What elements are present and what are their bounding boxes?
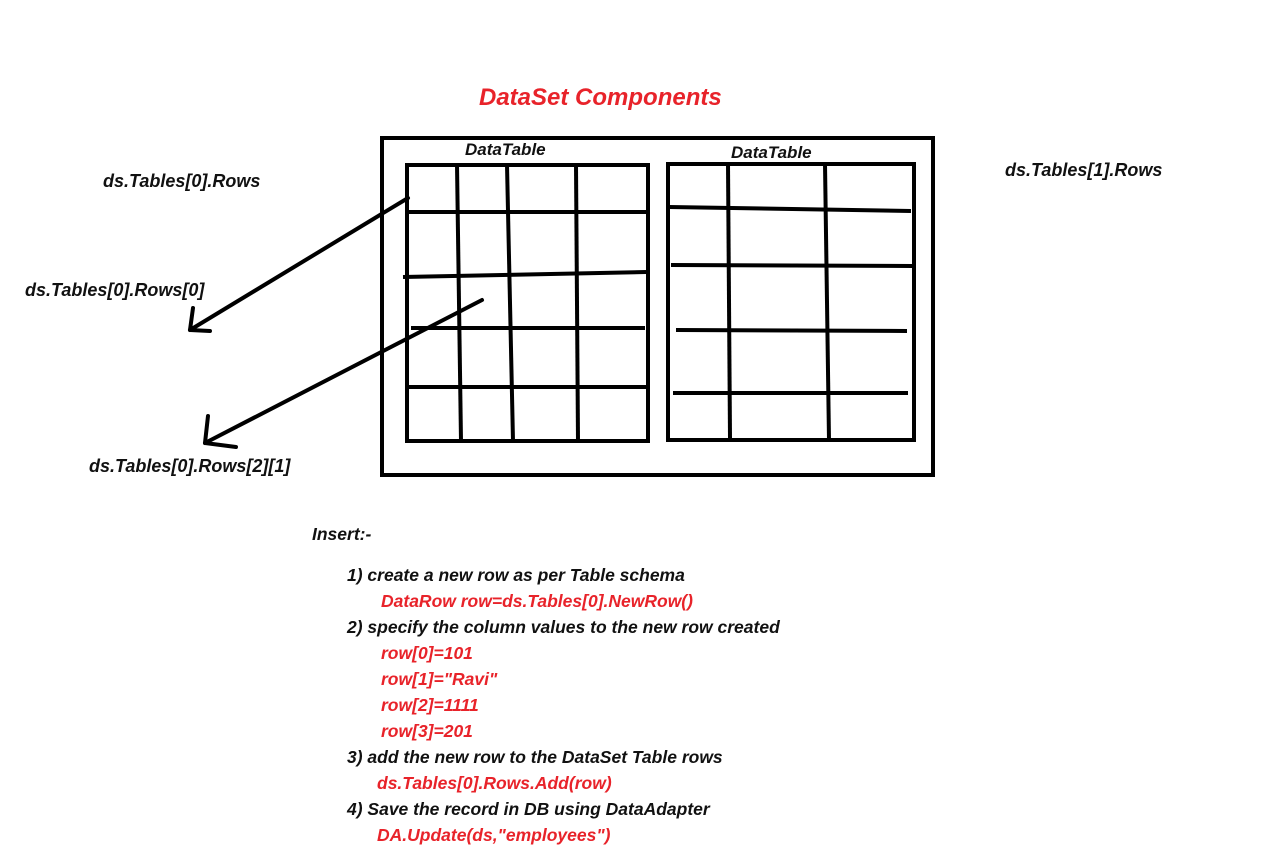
datatable-right-label: DataTable xyxy=(731,143,812,162)
step-3-text: 3) add the new row to the DataSet Table … xyxy=(347,747,723,767)
step-1-text: 1) create a new row as per Table schema xyxy=(347,565,685,585)
datatable-left-grid xyxy=(402,163,650,443)
diagram-title: DataSet Components xyxy=(479,84,722,111)
step-4-text: 4) Save the record in DB using DataAdapt… xyxy=(347,799,710,819)
insert-heading: Insert:- xyxy=(312,524,372,544)
label-tables1-rows: ds.Tables[1].Rows xyxy=(1005,160,1163,180)
step-2-code-3: row[2]=1111 xyxy=(381,695,479,715)
step-2-code-4: row[3]=201 xyxy=(381,721,473,741)
arrow-row0 xyxy=(188,196,410,333)
step-4-code-1: DA.Update(ds,"employees") xyxy=(377,825,611,845)
step-2-code-1: row[0]=101 xyxy=(381,643,473,663)
datatable-right-grid xyxy=(666,162,916,442)
label-tables0-rows: ds.Tables[0].Rows xyxy=(103,171,261,191)
step-3-code-1: ds.Tables[0].Rows.Add(row) xyxy=(377,773,612,793)
datatable-left-label: DataTable xyxy=(465,140,546,159)
step-2-text: 2) specify the column values to the new … xyxy=(347,617,780,637)
dataset-box xyxy=(380,136,935,477)
step-2-code-2: row[1]="Ravi" xyxy=(381,669,498,689)
step-1-code-1: DataRow row=ds.Tables[0].NewRow() xyxy=(381,591,693,611)
label-tables0-rows0: ds.Tables[0].Rows[0] xyxy=(25,280,205,300)
arrow-row2-col1 xyxy=(203,298,484,449)
label-tables0-rows2-1: ds.Tables[0].Rows[2][1] xyxy=(89,456,291,476)
